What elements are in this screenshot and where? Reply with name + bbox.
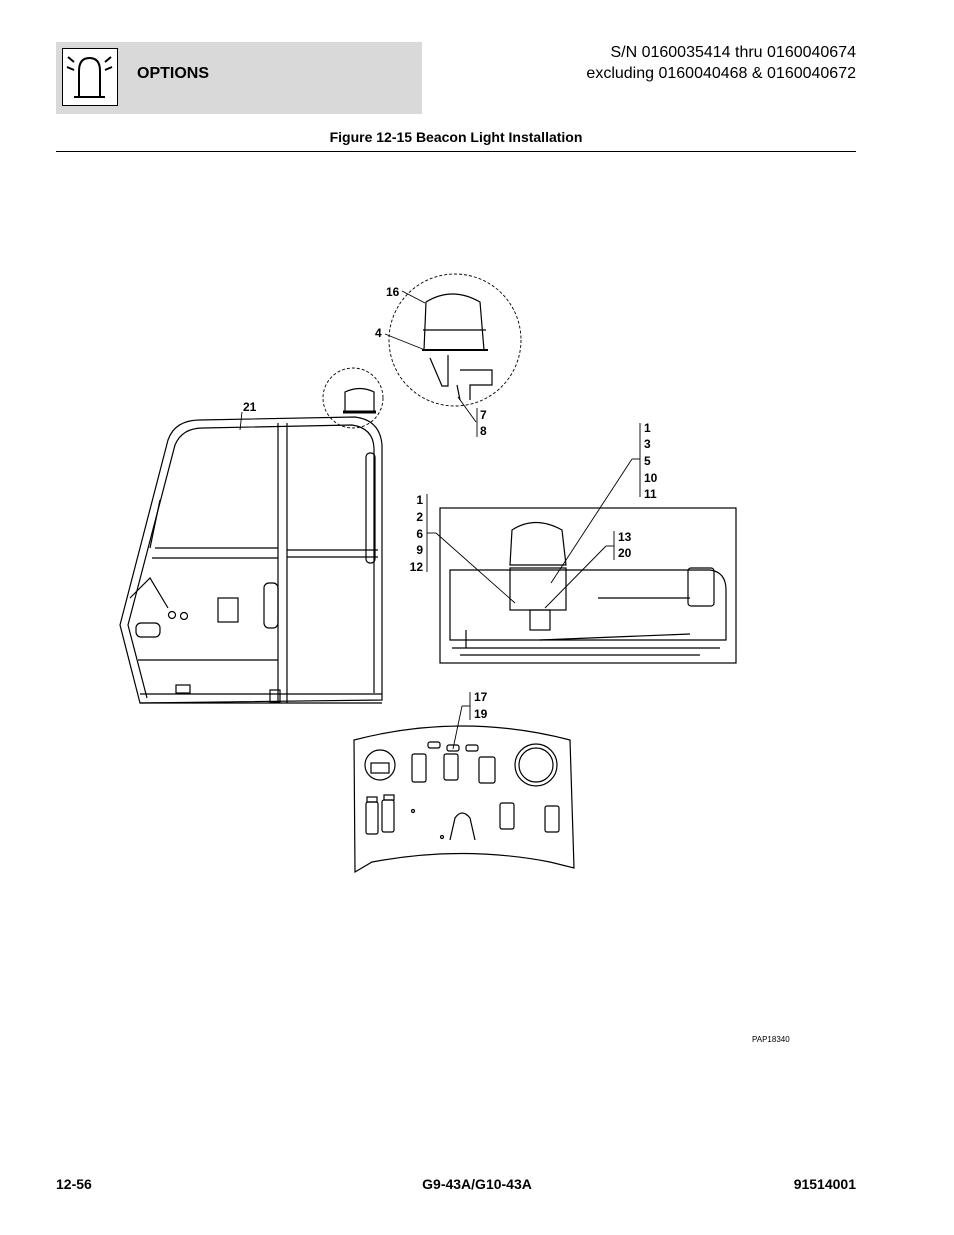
callout-5: 5	[644, 454, 651, 468]
section-title: OPTIONS	[137, 65, 210, 82]
callout-7: 7	[480, 408, 487, 422]
callout-13: 13	[618, 530, 632, 544]
callout-10: 10	[644, 471, 658, 485]
footer-doc-number: 91514001	[793, 1176, 856, 1192]
serial-line-1: S/N 0160035414 thru 0160040674	[610, 44, 856, 61]
callout-19: 19	[474, 707, 488, 721]
control-panel-drawing	[353, 725, 575, 874]
header-rule	[56, 151, 856, 152]
callout-9: 9	[416, 543, 423, 557]
callout-1-right: 1	[644, 421, 651, 435]
serial-line-2: excluding 0160040468 & 0160040672	[586, 65, 856, 82]
callout-21: 21	[243, 400, 257, 414]
detail-box-bracket	[439, 507, 737, 664]
footer-model: G9-43A/G10-43A	[422, 1176, 532, 1192]
callout-2: 2	[416, 510, 423, 524]
callout-6: 6	[416, 527, 423, 541]
drawing-id: PAP18340	[752, 1035, 790, 1044]
leader-lines	[239, 290, 641, 750]
callout-8: 8	[480, 424, 487, 438]
roof-beacon	[322, 367, 384, 429]
beacon-light-icon	[62, 48, 118, 106]
callout-1-left: 1	[416, 493, 423, 507]
callout-20: 20	[618, 546, 632, 560]
callout-3: 3	[644, 437, 651, 451]
detail-circle-beacon	[388, 273, 522, 407]
footer-page-number: 12-56	[56, 1176, 92, 1192]
callout-12: 12	[410, 560, 424, 574]
callout-16: 16	[386, 285, 400, 299]
cab-frame	[119, 416, 383, 704]
callout-17: 17	[474, 690, 488, 704]
callout-4: 4	[375, 326, 382, 340]
figure-title: Figure 12-15 Beacon Light Installation	[329, 129, 583, 145]
serial-number-range: S/N 0160035414 thru 0160040674 excluding…	[586, 42, 856, 84]
callout-11: 11	[644, 487, 657, 501]
